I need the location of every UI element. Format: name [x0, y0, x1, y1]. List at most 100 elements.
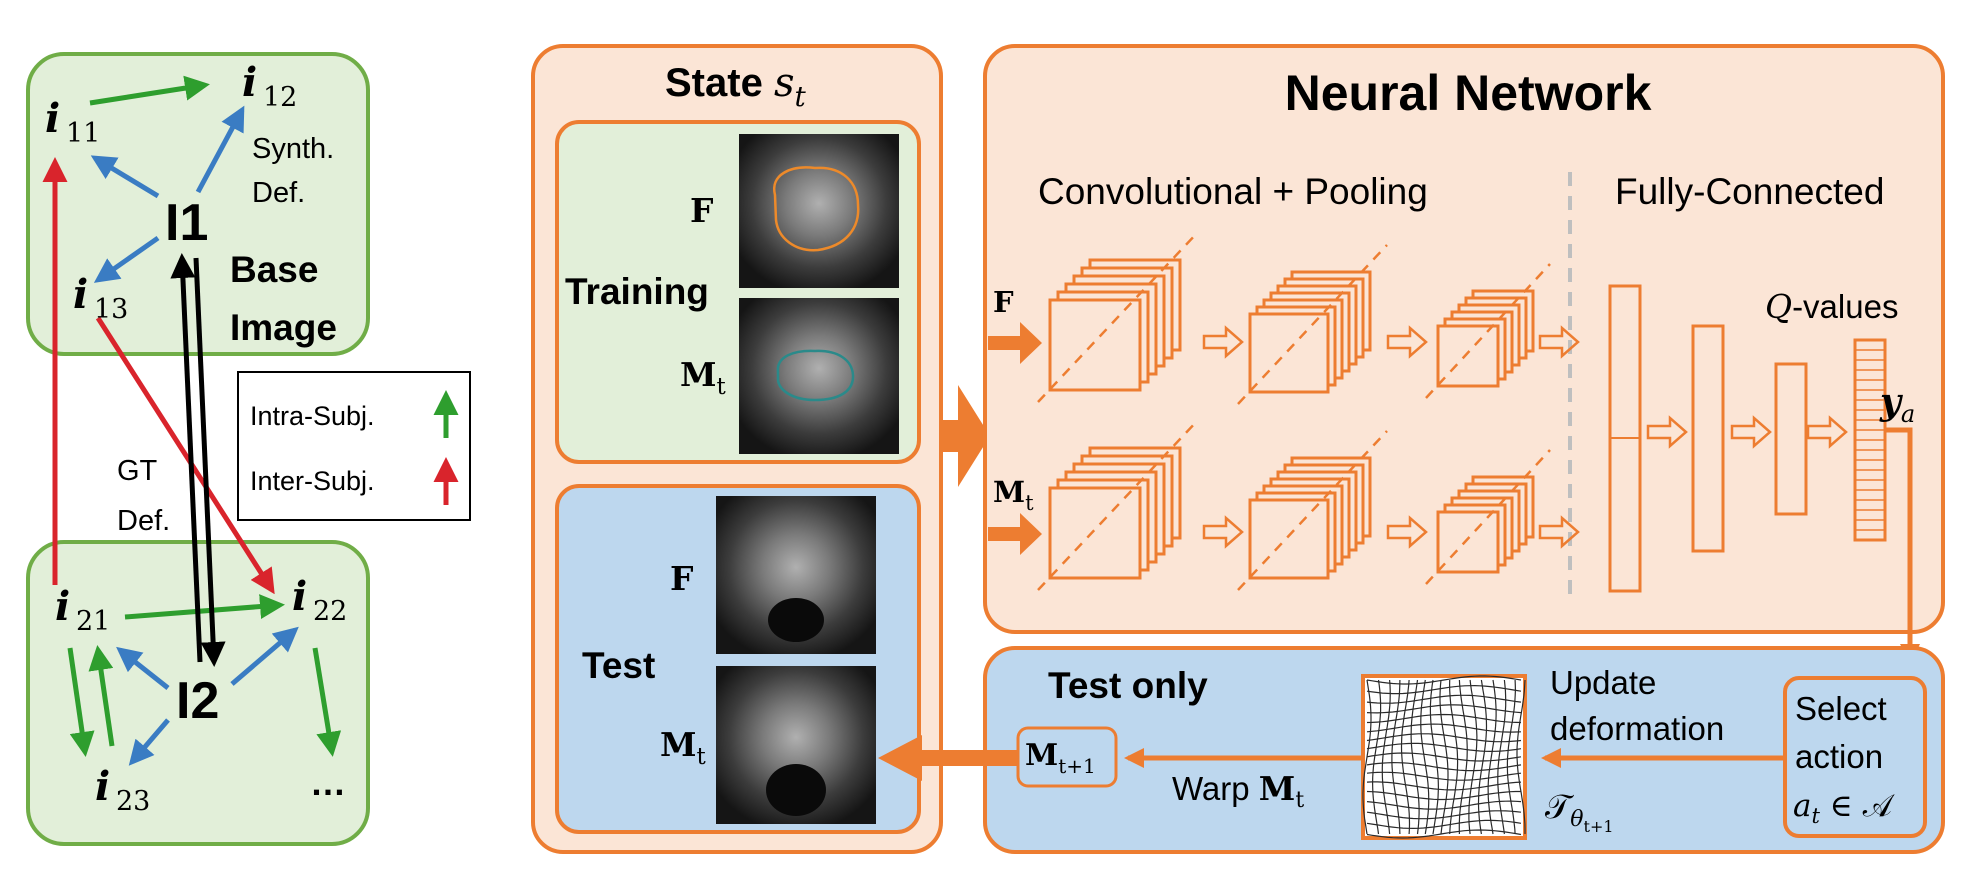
cnn-feature-maps — [1037, 231, 1848, 591]
output-ya-label: ya — [1879, 381, 1915, 428]
node-i12: i 12 — [242, 59, 297, 113]
update-deformation-label-1: Update — [1550, 664, 1656, 701]
arrow-i2-to-i22 — [230, 626, 299, 686]
gt-def-label-2: Def. — [117, 505, 170, 537]
fully-connected-label: Fully-Connected — [1615, 171, 1884, 212]
arrow-i1-to-i13 — [93, 235, 160, 283]
feature-map-stack — [1425, 449, 1551, 585]
svg-text:13: 13 — [94, 294, 128, 325]
flow-arrow — [1646, 415, 1688, 449]
network-input-mt-arrow — [988, 513, 1042, 555]
test-only-panel: Test only Select action at ∈ 𝒜 Update de… — [983, 646, 1945, 854]
network-input-f-arrow — [988, 322, 1042, 364]
training-fixed-image — [739, 134, 899, 288]
node-i2: I2 — [176, 672, 219, 730]
fc-layer-2 — [1691, 324, 1725, 553]
svg-text:i: i — [73, 271, 88, 318]
network-input-f: F — [993, 285, 1014, 319]
ellipsis: … — [310, 762, 346, 803]
action-set-expression: at ∈ 𝒜 — [1793, 788, 1896, 828]
legend-box — [237, 371, 471, 521]
arrow-i2-to-i21 — [116, 646, 170, 690]
feature-map-stack — [1425, 263, 1551, 399]
gt-def-label-1: GT — [117, 455, 158, 487]
flow-arrow — [1806, 415, 1848, 449]
feature-map-stack — [1237, 244, 1388, 405]
node-i11: i 11 — [45, 95, 100, 149]
arrow-i1-to-i11 — [90, 155, 160, 199]
feature-map-stack — [1037, 419, 1199, 591]
arrow-i23-to-i21 — [88, 645, 115, 747]
legend-inter-label: Inter-Subj. — [250, 466, 375, 496]
transform-label: 𝒯θt+1 — [1545, 787, 1614, 836]
network-input-mt: Mt — [993, 475, 1034, 515]
feature-map-stack — [1237, 430, 1388, 591]
feature-map-stack — [1037, 231, 1199, 403]
test-label: Test — [582, 645, 655, 686]
flow-arrow — [1538, 515, 1580, 549]
arrow-i11-to-i12 — [89, 75, 210, 106]
svg-text:22: 22 — [313, 596, 347, 627]
svg-text:i: i — [242, 59, 257, 106]
node-i13: i 13 — [73, 271, 128, 325]
flow-arrow — [1538, 325, 1580, 359]
base-image-label-2: Image — [230, 307, 337, 348]
conv-pooling-label: Convolutional + Pooling — [1038, 171, 1428, 212]
arrow-i1-to-i12 — [195, 105, 245, 194]
network-title: Neural Network — [1285, 65, 1652, 121]
training-mt-label: Mt — [680, 355, 727, 400]
select-action-label-2: action — [1795, 738, 1883, 775]
state-to-network-arrow — [941, 385, 990, 487]
test-only-title: Test only — [1048, 665, 1208, 706]
left-panel: I1 I2 i 11 i 12 i 13 i 21 i 22 i 23 Synt… — [26, 52, 471, 846]
arrow-i1-to-i2 — [193, 257, 226, 667]
svg-text:23: 23 — [116, 786, 150, 817]
flow-arrow — [1202, 325, 1244, 359]
flow-arrow — [1730, 415, 1772, 449]
arrow-i2-to-i1 — [170, 253, 203, 663]
arrow-i21-to-i23-a — [67, 647, 95, 757]
flow-arrow — [1386, 325, 1428, 359]
update-deformation-label-2: deformation — [1550, 710, 1724, 747]
test-moving-image — [716, 666, 876, 824]
arrow-i21-to-i22 — [124, 594, 285, 620]
flow-arrow — [1386, 515, 1428, 549]
base-image-label-1: Base — [230, 249, 318, 290]
svg-text:i: i — [55, 583, 70, 630]
synth-def-label-1: Synth. — [252, 133, 334, 165]
training-moving-image — [739, 298, 899, 454]
select-action-label-1: Select — [1795, 690, 1887, 727]
test-fixed-image — [716, 496, 876, 654]
training-label: Training — [565, 271, 709, 312]
warp-label: Warp Mt — [1172, 769, 1304, 813]
node-i1: I1 — [165, 194, 208, 252]
next-state-label: Mt+1 — [1025, 738, 1096, 778]
training-f-label: F — [690, 191, 713, 230]
svg-text:i: i — [95, 763, 110, 810]
network-panel: Neural Network Convolutional + Pooling F… — [983, 44, 1945, 634]
test-mt-label: Mt — [660, 725, 707, 770]
svg-text:i: i — [45, 95, 60, 142]
svg-text:21: 21 — [76, 606, 110, 637]
svg-text:11: 11 — [66, 118, 100, 149]
q-values-vector — [1853, 338, 1887, 542]
deformation-grid-image — [1361, 674, 1527, 840]
flow-arrow — [1202, 515, 1244, 549]
state-title: State st — [665, 60, 806, 113]
synth-def-label-2: Def. — [252, 177, 305, 209]
node-i23: i 23 — [95, 763, 150, 817]
node-i21: i 21 — [55, 583, 110, 637]
arrow-i13-to-i22 — [95, 316, 275, 595]
svg-text:12: 12 — [263, 82, 297, 113]
fc-layer-3 — [1774, 362, 1808, 516]
arrow-i22-to-more — [312, 647, 342, 757]
test-f-label: F — [670, 559, 693, 598]
fc-layers — [1608, 284, 1887, 593]
arrow-i2-to-i23 — [128, 718, 170, 766]
legend-intra-label: Intra-Subj. — [250, 401, 375, 431]
q-values-label: Q-values — [1765, 287, 1898, 326]
svg-text:i: i — [292, 573, 307, 620]
state-panel: State st Training F Mt Test F Mt — [531, 44, 943, 854]
feedback-to-state-arrow — [878, 735, 1018, 781]
node-i22: i 22 — [292, 573, 347, 627]
